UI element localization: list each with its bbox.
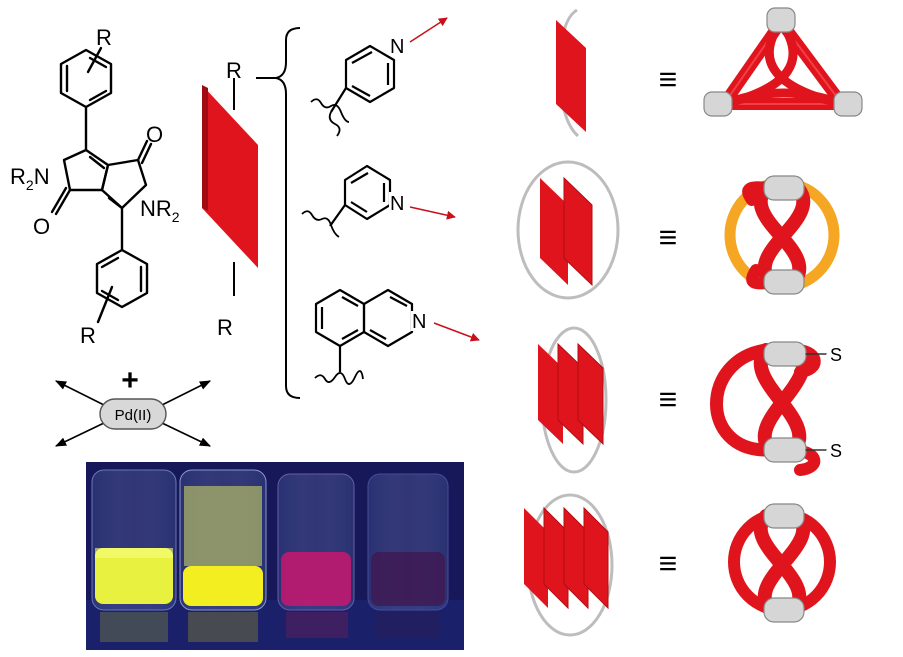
n-atom-mask-3 xyxy=(411,311,427,331)
row1-equiv-sign: ≡ xyxy=(659,61,678,97)
n-r2-right-sub: 2 xyxy=(172,209,180,225)
assembly-row-4: ≡ xyxy=(524,493,836,637)
n-r2-left-r: R xyxy=(10,164,26,189)
vial-4 xyxy=(367,473,449,638)
coordination-arrow-3 xyxy=(433,322,480,342)
metal-node-lower xyxy=(763,269,805,295)
vial-1-solution xyxy=(95,548,173,604)
isoquinoline-n-label: N xyxy=(412,311,426,333)
r-label-top: R xyxy=(96,25,112,50)
row3-ligand-plate-3 xyxy=(577,342,604,446)
vial-4-solution xyxy=(371,552,445,606)
pd-badge xyxy=(99,398,167,430)
assembly-row-2: ≡ xyxy=(516,160,840,300)
panel-r-top: R xyxy=(226,58,242,83)
assembly-row-1: ≡ xyxy=(556,7,863,138)
s-label-upper: S xyxy=(830,345,842,365)
n-r2-label-left: R2N xyxy=(10,164,50,193)
n-r2-left-sub: 2 xyxy=(26,177,34,193)
row2-ligand-plate-2 xyxy=(563,176,593,287)
row3-ligand-plate-2 xyxy=(557,342,584,446)
metal-node-bottom-4 xyxy=(763,597,805,623)
n-r2-left-n: N xyxy=(34,164,50,189)
row1-ligand-plate xyxy=(556,20,586,132)
r-label-bottom: R xyxy=(80,323,96,348)
row3-equiv-sign: ≡ xyxy=(659,381,678,417)
row2-ligand-plate-1 xyxy=(540,178,568,285)
upper-phenyl-ring xyxy=(59,46,113,109)
r-group-bracket xyxy=(275,27,301,399)
vial-3-solution xyxy=(281,552,351,606)
vial-2-solution xyxy=(183,566,263,606)
plus-sign: + xyxy=(121,364,139,397)
coordination-arrow-2 xyxy=(409,206,456,220)
row4-ligand-plate-3 xyxy=(563,506,589,610)
row2-gray-ellipse xyxy=(516,160,620,300)
vial-1 xyxy=(91,469,177,642)
s-label-lower: S xyxy=(830,441,842,461)
n-atom-mask-1 xyxy=(391,36,407,56)
row2-equiv-sign: ≡ xyxy=(659,219,678,255)
metal-node-s-upper xyxy=(763,341,807,367)
n-r2-label-right: NR2 xyxy=(140,196,180,225)
metal-node-left xyxy=(703,91,733,117)
pyridin-4-yl-group xyxy=(310,44,396,137)
double-cage xyxy=(724,175,840,295)
vial-2 xyxy=(179,469,267,642)
pd-label: Pd(II) xyxy=(115,407,152,424)
tetrahedral-cage xyxy=(703,7,863,117)
ligand-panel-edge xyxy=(202,85,208,211)
metal-node-top xyxy=(766,7,796,33)
n-r2-right-n: N xyxy=(140,196,156,221)
ligand-panel-shape xyxy=(202,85,258,268)
quadruple-cage xyxy=(728,503,836,623)
row4-equiv-sign: ≡ xyxy=(659,545,678,581)
panel-r-bottom: R xyxy=(217,315,233,340)
assembly-row-3: ≡ S S xyxy=(538,326,842,476)
pd-center: Pd(II) xyxy=(54,380,212,447)
pyridin-3-yl-group xyxy=(301,164,392,238)
ligand-panel: R R xyxy=(202,58,276,340)
dpp-structure xyxy=(50,46,153,324)
vial-3 xyxy=(277,473,355,638)
row3-ligand-plate-1 xyxy=(538,344,563,444)
row4-ligand-plate-4 xyxy=(583,506,609,610)
metal-node-right xyxy=(833,91,863,117)
pyridine-4-n-label: N xyxy=(390,36,404,58)
isoquinolin-8-yl-group xyxy=(314,288,414,385)
lower-phenyl-ring xyxy=(95,248,149,324)
n-r2-right-r: R xyxy=(156,196,172,221)
pyridine-3-n-label: N xyxy=(390,193,404,215)
metal-node-top-4 xyxy=(763,503,805,529)
metal-node-upper xyxy=(763,175,805,201)
metal-node-s-lower xyxy=(763,437,807,463)
row4-ligand-plate-1 xyxy=(524,508,548,608)
dpp-atom-labels: R R O O R2N NR2 xyxy=(10,25,180,348)
oxygen-label-left: O xyxy=(33,214,50,239)
n-atom-mask-2 xyxy=(389,192,405,212)
oxygen-label-right: O xyxy=(146,122,163,147)
triple-knot xyxy=(710,341,827,476)
row4-ligand-plate-2 xyxy=(543,506,569,610)
coordination-arrow-1 xyxy=(409,17,448,43)
vials-photo xyxy=(86,462,464,650)
